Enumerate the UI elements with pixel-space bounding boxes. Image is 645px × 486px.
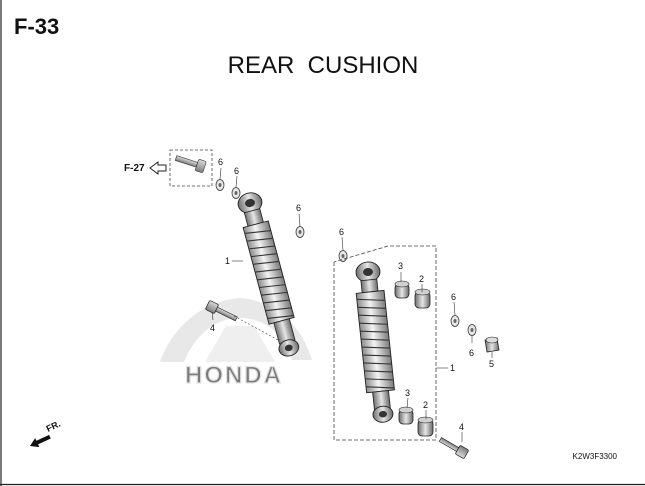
callout-3: 3 bbox=[398, 261, 403, 271]
upper-bushing[interactable] bbox=[394, 280, 410, 299]
reference-arrow[interactable]: F-27 bbox=[124, 161, 167, 175]
front-label: FR. bbox=[45, 419, 62, 434]
dashed-bolt-box bbox=[169, 149, 213, 187]
hollow-left-arrow-icon bbox=[149, 161, 167, 175]
ref-arrow-label: F-27 bbox=[124, 163, 145, 174]
callout-leaders bbox=[211, 167, 493, 442]
callout-2: 2 bbox=[419, 274, 424, 284]
watermark-text: HONDA bbox=[185, 362, 283, 389]
bushing-collar-group bbox=[394, 280, 434, 437]
cap-nut[interactable] bbox=[484, 336, 500, 353]
front-direction-indicator: FR. bbox=[30, 419, 62, 448]
diagram-code: K2W3F3300 bbox=[573, 452, 618, 461]
washer-group bbox=[215, 179, 477, 336]
callout-6: 6 bbox=[296, 203, 301, 213]
page-title: REAR CUSHION bbox=[228, 52, 419, 79]
callout-4: 4 bbox=[459, 422, 464, 432]
callout-6: 6 bbox=[234, 166, 239, 176]
lower-collar[interactable] bbox=[417, 416, 434, 437]
callout-6: 6 bbox=[218, 157, 223, 167]
leader-line bbox=[233, 315, 279, 341]
right-coil-spring bbox=[355, 289, 395, 394]
callout-4: 4 bbox=[210, 323, 215, 333]
top-mount-bolt[interactable] bbox=[174, 152, 207, 173]
callout-6: 6 bbox=[339, 227, 344, 237]
callout-5: 5 bbox=[489, 359, 494, 369]
left-shock-absorber[interactable] bbox=[235, 190, 304, 359]
front-arrow-icon bbox=[30, 434, 51, 448]
lower-bushing[interactable] bbox=[398, 406, 414, 425]
right-shock-absorber[interactable] bbox=[353, 261, 398, 424]
callout-6: 6 bbox=[469, 348, 474, 358]
right-lower-bolt[interactable] bbox=[438, 435, 469, 459]
callout-2: 2 bbox=[423, 400, 428, 410]
callout-3: 3 bbox=[405, 388, 410, 398]
page-code: F-33 bbox=[14, 14, 59, 39]
callout-6: 6 bbox=[451, 292, 456, 302]
upper-collar[interactable] bbox=[414, 288, 431, 309]
callout-1: 1 bbox=[450, 363, 455, 373]
dashed-bracket bbox=[333, 245, 437, 441]
callout-numbers: 6 6 6 6 6 6 1 1 2 2 3 3 4 4 5 bbox=[210, 157, 494, 432]
left-lower-bolt[interactable] bbox=[205, 300, 238, 323]
callout-1: 1 bbox=[225, 256, 230, 266]
